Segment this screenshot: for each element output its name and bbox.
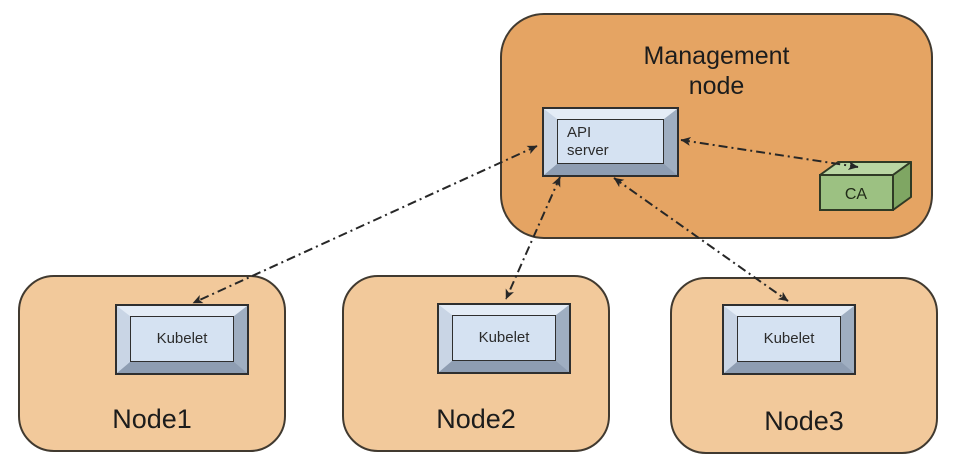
node3-label: Node3	[764, 406, 844, 436]
kubelet-label: Kubelet	[130, 316, 234, 362]
node3-box: Kubelet Node3	[670, 277, 938, 454]
api-server-label: API server	[557, 119, 664, 164]
node1-label: Node1	[112, 404, 192, 434]
kubelet-box-node3: Kubelet	[722, 304, 856, 375]
kubelet-box-node1: Kubelet	[115, 304, 249, 375]
kubelet-bevel: Kubelet	[117, 306, 247, 373]
node1-box: Kubelet Node1	[18, 275, 286, 452]
kubelet-bevel: Kubelet	[724, 306, 854, 373]
api-server-bevel: API server	[544, 109, 677, 175]
kubelet-box-node2: Kubelet	[437, 303, 571, 374]
api-server-box: API server	[542, 107, 679, 177]
node2-label: Node2	[436, 404, 516, 434]
kubelet-bevel: Kubelet	[439, 305, 569, 372]
kubelet-label: Kubelet	[452, 315, 556, 361]
management-node-label: Management node	[643, 42, 790, 100]
ca-box: CA	[819, 161, 912, 211]
node2-box: Kubelet Node2	[342, 275, 610, 452]
kubelet-label: Kubelet	[737, 316, 841, 362]
ca-label: CA	[845, 186, 868, 203]
ca-front-face	[819, 174, 894, 211]
